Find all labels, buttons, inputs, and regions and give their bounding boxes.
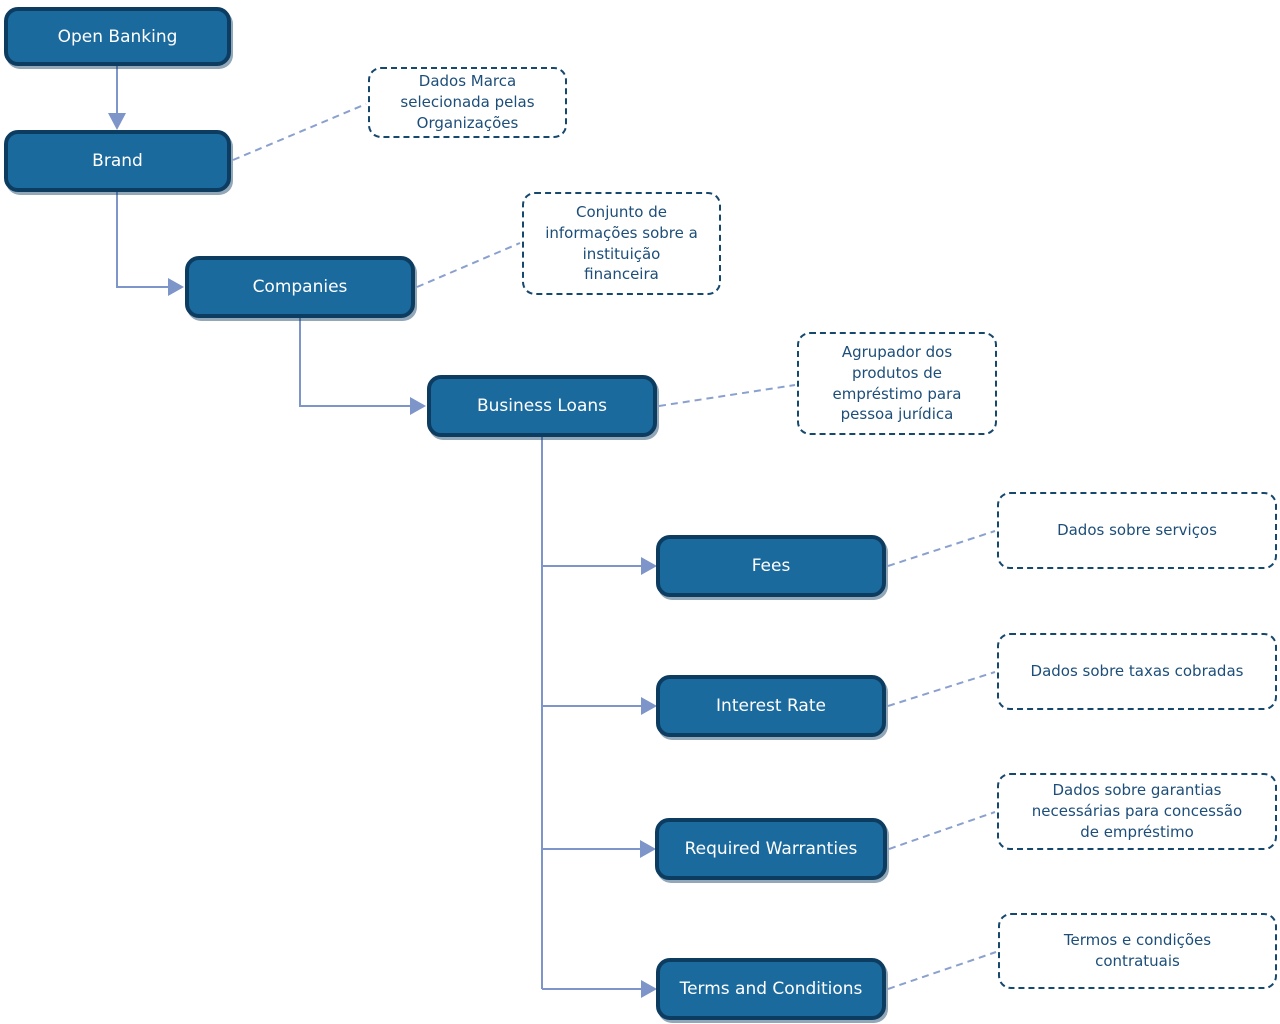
dashed-connectors [232,103,997,990]
node-business-loans-label: Business Loans [477,396,607,416]
node-terms-and-conditions-label: Terms and Conditions [679,979,863,999]
annotation-terms-and-conditions-text: Termos e condições contratuais [1063,931,1212,970]
annotation-brand: Dados Marca selecionada pelas Organizaçõ… [368,67,567,138]
annotation-interest-rate-text: Dados sobre taxas cobradas [1030,662,1244,681]
callout-line-termsandconditions [887,951,997,990]
annotation-business-loans-text: Agrupador dos produtos de empréstimo par… [832,343,962,424]
node-required-warranties-label: Required Warranties [684,839,858,859]
connector-brand-companies [116,192,168,288]
annotation-required-warranties-text: Dados sobre garantias necessárias para c… [1031,781,1243,841]
node-open-banking[interactable]: Open Banking [4,7,231,66]
callout-line-requiredwarranties [888,811,996,850]
arrowhead-companies [168,278,184,296]
node-brand-label: Brand [92,151,143,171]
arrowhead-brand [108,113,126,130]
arrowhead-requiredwarranties [640,840,656,858]
callout-line-fees [887,530,996,567]
node-fees-label: Fees [751,556,791,576]
annotation-terms-and-conditions: Termos e condições contratuais [998,913,1277,989]
arrowhead-businessloans [410,397,426,415]
node-brand[interactable]: Brand [4,130,231,192]
annotation-brand-text: Dados Marca selecionada pelas Organizaçõ… [400,72,535,132]
callout-line-businessloans [658,384,796,407]
annotation-required-warranties: Dados sobre garantias necessárias para c… [997,773,1277,850]
callout-line-interestrate [887,671,996,707]
node-interest-rate-label: Interest Rate [716,696,826,716]
node-open-banking-label: Open Banking [57,26,178,47]
arrowhead-fees [641,557,657,575]
arrowheads [108,113,657,998]
arrowhead-interestrate [641,697,657,715]
annotation-fees-text: Dados sobre serviços [1057,521,1217,540]
annotation-fees: Dados sobre serviços [997,492,1277,569]
annotation-interest-rate: Dados sobre taxas cobradas [997,633,1277,710]
solid-connectors [116,66,641,990]
arrowhead-termsandconditions [641,980,657,998]
connector-companies-businessloans [299,318,410,407]
node-fees[interactable]: Fees [656,535,886,597]
annotation-companies-text: Conjunto de informações sobre a institui… [545,203,698,284]
callout-line-companies [416,242,521,288]
node-business-loans[interactable]: Business Loans [427,375,657,437]
node-companies-label: Companies [252,277,348,297]
node-terms-and-conditions[interactable]: Terms and Conditions [656,958,886,1020]
node-interest-rate[interactable]: Interest Rate [656,675,886,737]
callout-line-brand [232,103,367,161]
node-companies[interactable]: Companies [185,256,415,318]
node-required-warranties[interactable]: Required Warranties [655,818,887,880]
annotation-business-loans: Agrupador dos produtos de empréstimo par… [797,332,997,435]
annotation-companies: Conjunto de informações sobre a institui… [522,192,721,295]
